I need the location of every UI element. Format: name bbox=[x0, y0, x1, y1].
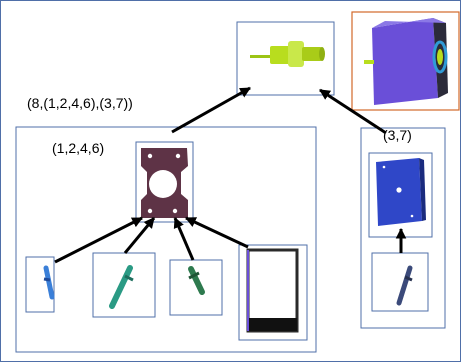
arrow-teal-pin-to-bracket bbox=[123, 217, 156, 254]
arrow-white-card-to-bracket bbox=[185, 216, 249, 249]
root-sequence-label: (8,(1,2,4,6),(3,7)) bbox=[27, 95, 133, 111]
green-pin-image bbox=[188, 266, 205, 295]
light-blue-pin-image bbox=[43, 265, 55, 300]
shaft-part-image bbox=[250, 41, 325, 67]
bracket-part-image bbox=[141, 148, 188, 218]
arrow-right-group-to-final bbox=[319, 88, 387, 135]
left-group-label: (1,2,4,6) bbox=[52, 140, 104, 156]
white-card-image bbox=[246, 248, 299, 333]
dark-pin-image bbox=[396, 265, 413, 306]
right-group-label: (3,7) bbox=[383, 127, 412, 143]
blue-plate-image bbox=[376, 158, 426, 226]
arrow-left-group-to-final bbox=[171, 86, 251, 134]
assembled-product-image bbox=[364, 18, 448, 105]
arrow-light-blue-pin-to-bracket bbox=[54, 216, 143, 264]
teal-pin-image bbox=[109, 265, 134, 309]
arrow-green-pin-to-bracket bbox=[173, 217, 195, 261]
green-pin-box bbox=[169, 259, 223, 316]
